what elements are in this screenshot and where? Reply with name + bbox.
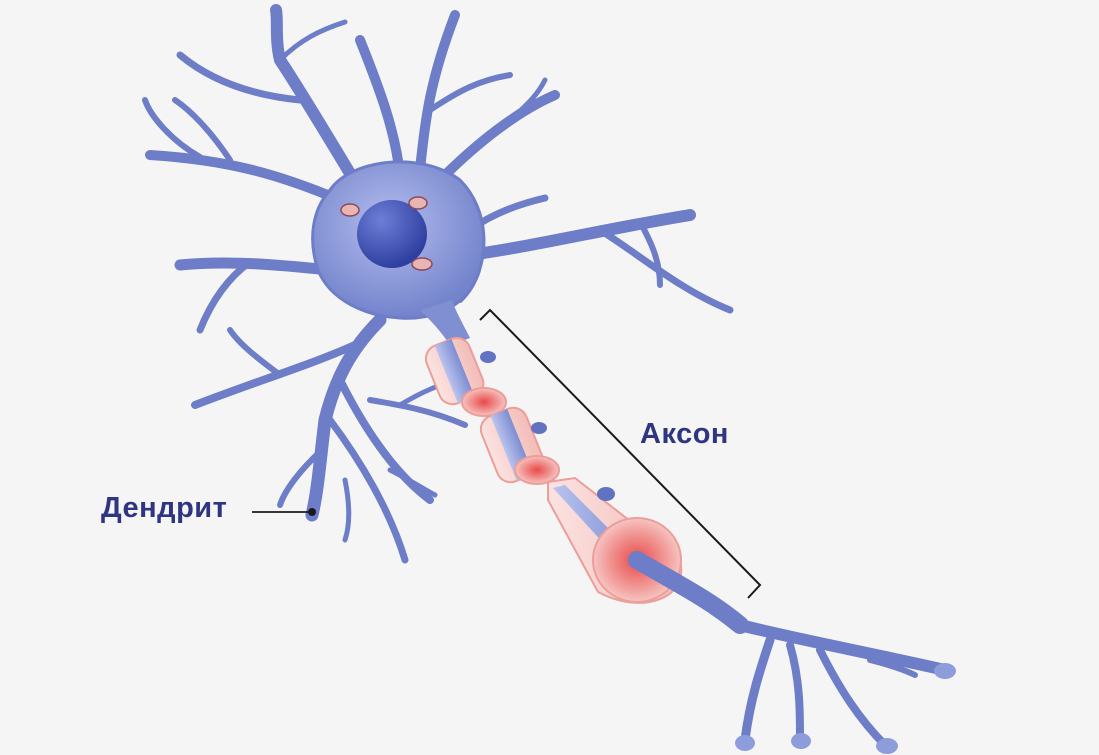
dendrite-branch <box>415 10 460 175</box>
axon-terminal-shaft <box>628 551 749 634</box>
dendrite-branch <box>367 397 468 428</box>
nucleus <box>357 200 427 268</box>
terminal-branch <box>740 635 775 745</box>
axon <box>424 336 749 634</box>
dendrite-branch <box>326 416 409 564</box>
dendrite-branch <box>342 477 352 543</box>
dendrite-branch <box>435 90 560 185</box>
dendrite-branch <box>464 209 696 261</box>
terminal-branch <box>867 657 918 678</box>
dendrite-branch <box>427 72 513 113</box>
dendrite-pointer-dot <box>308 508 316 516</box>
dendrites <box>142 4 734 564</box>
dendrite-branch <box>355 35 405 180</box>
mitochondrion <box>411 257 433 271</box>
dendrite-branch <box>277 19 348 63</box>
dendrite-branch <box>191 341 359 409</box>
schwann-nucleus <box>597 487 615 501</box>
mitochondrion <box>408 196 428 210</box>
node-of-ranvier <box>514 455 560 485</box>
dendrite-branch <box>277 447 325 508</box>
node-of-ranvier <box>461 387 507 417</box>
dendrite-branch <box>196 258 254 334</box>
dendrite-branch <box>387 467 438 498</box>
dendrite-branch <box>497 77 548 133</box>
dendrite-branch <box>172 97 233 163</box>
terminal-branch <box>816 646 889 749</box>
dendrite-branch <box>596 226 734 314</box>
axon-bracket <box>479 308 762 599</box>
axon-label: Аксон <box>640 418 729 450</box>
axon-terminals <box>734 619 951 749</box>
schwann-nucleus <box>480 351 496 363</box>
dendrite-branch <box>174 257 336 276</box>
dendrite-branch <box>145 150 345 205</box>
terminal-branch <box>786 641 804 742</box>
dendrite-branch <box>637 219 663 288</box>
mitochondrion <box>340 203 360 217</box>
dendrite-branch <box>176 51 304 104</box>
dendrite-branch <box>270 4 366 196</box>
terminal-branch <box>734 619 951 676</box>
dendrite-branch <box>336 376 434 504</box>
axon-hillock <box>420 300 470 345</box>
terminal-buttons <box>735 663 956 754</box>
dendrite-branch <box>227 327 283 378</box>
dendrite-branch <box>142 97 203 160</box>
dendrite-label: Дендрит <box>101 492 228 524</box>
schwann-nucleus <box>531 422 547 434</box>
axon-core <box>434 338 475 404</box>
